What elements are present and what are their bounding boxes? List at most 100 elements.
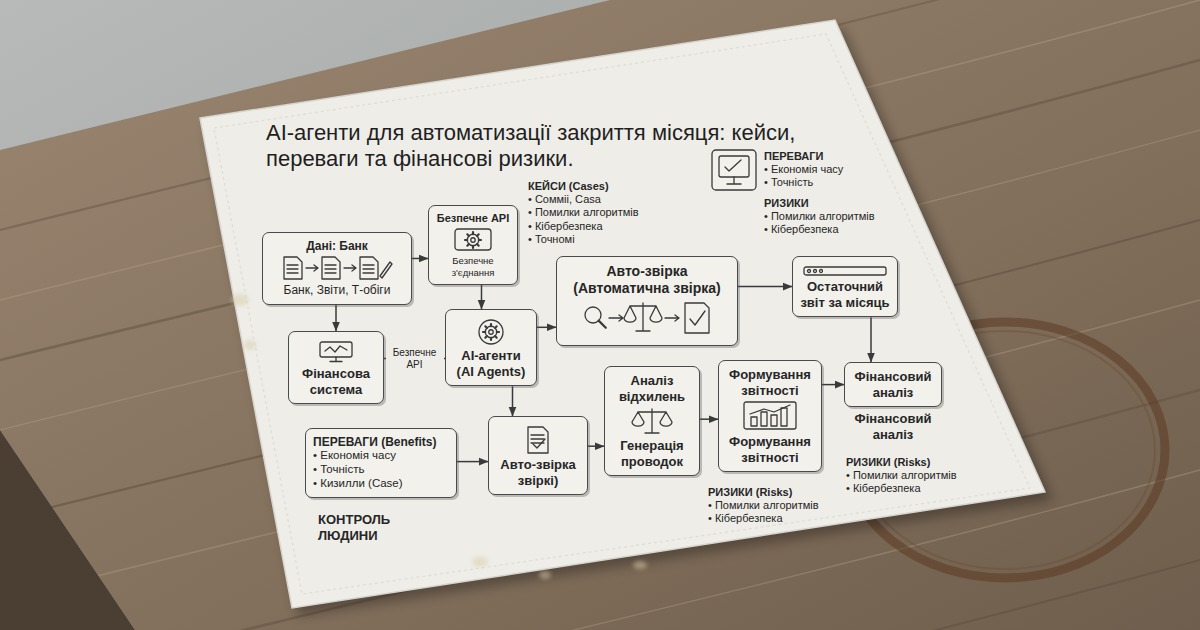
flow-arrow [665,315,679,321]
check-mark [725,160,741,171]
note-text: • Точномі [528,233,639,246]
box-text: Авто-звірка (Автоматична звірка) [564,263,730,297]
process-box: Формування звітностіФормування звітності [718,360,822,472]
note-text: • Кібербезпека [528,220,639,233]
connector-arrow [412,258,428,260]
connector-arrow [335,305,337,331]
box-frame: Фінансова система [288,331,384,404]
check-mark [690,311,705,325]
gear-hub [489,330,493,334]
screen-wave [325,346,347,352]
box-text: Безпечне API [436,212,510,225]
chart-bar [771,415,777,426]
doc-line [363,269,374,270]
icon-group [320,342,352,362]
benefits-icon [712,150,756,190]
doc-line [363,265,374,266]
icon-drawing [803,266,887,276]
diagram-title: AI-агенти для автоматизації закриття міс… [266,120,806,173]
napkin-emboss [214,34,1030,594]
stain [633,561,647,569]
box-text: • Економія часу [313,449,449,463]
box-text: Безпечне з'єднання [436,255,510,278]
connector-arrow [588,445,604,447]
connector-arrow [738,286,792,288]
box-frame: Фінансовий аналіз [844,362,942,407]
note-group: РИЗИКИ (Risks)• Помилки алгоритмів• Кібе… [846,456,957,496]
doc-line [287,265,298,266]
pencil-icon [380,262,392,278]
magnifier-handle [599,320,606,327]
doc-line [363,273,374,274]
doc-icon [322,257,340,279]
screen-frame [320,342,352,357]
wood-grain [0,560,1200,630]
chart-frame [744,402,796,429]
chart-bar [751,417,757,426]
box-frame: Авто-звірка (Автоматична звірка) [556,256,738,346]
agent-ring [479,320,503,344]
note-text: • Економія часу [764,163,843,176]
icon-drawing [453,228,493,252]
icon-group [632,409,672,433]
doc-line [325,269,336,270]
icon-drawing [577,300,717,336]
connector-arrow [822,384,844,386]
scales-icon [624,303,662,331]
icon-group [804,267,886,275]
box-frame: Авто-звірка звіркі) [488,416,588,495]
box-text: Фінансовий аналіз [852,369,934,400]
icon-group [585,303,709,333]
flow-arrow [306,265,318,271]
box-text: Фінансова система [296,366,376,397]
note-text: • Сомміі, Саsа [528,193,639,206]
doc-line [325,273,336,274]
window-dot [808,270,811,273]
doc-icon [685,303,709,333]
stain [472,557,488,567]
box-caption: Фінансовий аналіз [844,411,942,442]
note-group: ПЕРЕВАГИ• Економія часу• Точність [764,150,843,190]
connector-arrow [512,386,514,416]
screen-stand [727,177,741,184]
process-box: Фінансова система [288,331,384,404]
icon [496,426,580,454]
box-text: Формування звітності [726,434,814,465]
icon [564,300,730,336]
note-text: РИЗИКИ [764,197,875,210]
doc-icon [360,257,378,279]
window-dot [820,270,823,273]
box-text: ПЕРЕВАГИ (Benefits) [313,435,449,449]
doc-line [287,269,298,270]
note-text: ПЕРЕВАГИ [764,150,843,163]
box-frame: Формування звітностіФормування звітності [718,360,822,472]
note-text: • Помилки алгоритмів [528,206,639,219]
box-frame: Дані: БанкБанк, Звіти, Т-обіги [262,232,412,305]
box-frame: Безпечне API Безпечне з'єднання [428,205,518,285]
note-text: КЕЙСИ (Cases) [528,180,639,193]
note-text: • Точність [764,176,843,189]
stain [244,340,256,350]
screen-frame [455,229,491,250]
box-text: Генерація проводок [612,438,692,469]
icon-box [712,150,756,190]
stain [231,294,249,306]
box-text: Банк, Звіти, Т-обіги [270,283,404,297]
icon-group [455,229,491,250]
process-box: Авто-звірка (Автоматична звірка) [556,256,738,346]
flow-arrow [344,265,356,271]
box-text: Формування звітності [726,367,814,398]
connector-arrow [457,461,488,463]
connector-arrow [870,317,872,362]
icon-group [744,402,796,429]
gear-teeth [483,324,499,340]
note-group: РИЗИКИ (Risks)• Помилки алгоритмів• Кібе… [708,486,819,526]
note-text: КОНТРОЛЬ ЛЮДИНИ [318,512,418,543]
screen-stand [330,357,342,362]
box-text: • Точність [313,463,449,477]
box-frame: AI-агенти (AI Agents) [445,309,537,386]
screen-frame [719,156,749,177]
